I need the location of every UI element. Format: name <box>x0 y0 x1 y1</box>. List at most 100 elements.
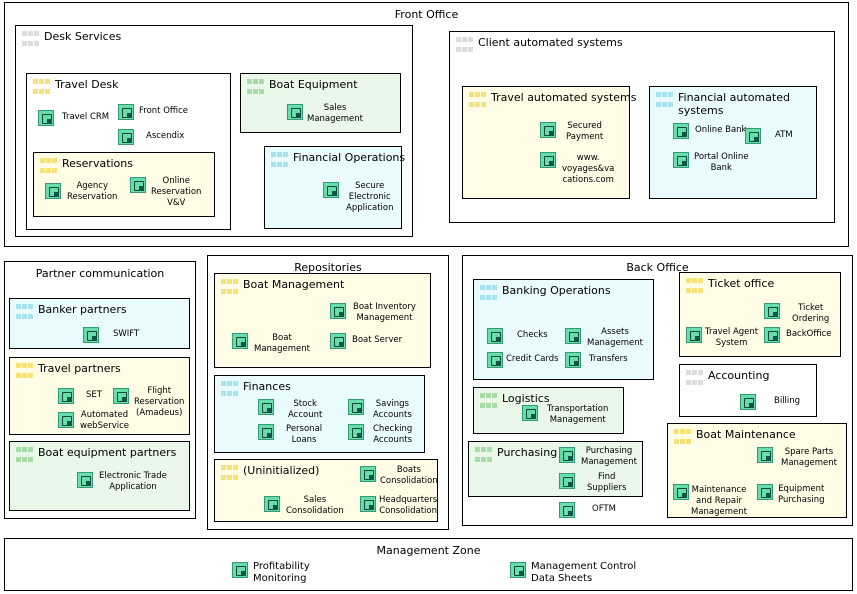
app-label: Boat Server <box>352 335 403 345</box>
group-grid-icon <box>656 92 674 110</box>
boat-management-group[interactable]: Boat Management <box>214 273 431 368</box>
app-label: Travel Agent System <box>705 327 759 348</box>
app-label: Personal Loans <box>286 424 323 445</box>
app-label: Checking Accounts <box>373 424 413 445</box>
component-icon <box>487 328 503 344</box>
component-icon <box>740 394 756 410</box>
app-label: Management Control Data Sheets <box>531 561 637 584</box>
component-icon <box>348 399 364 415</box>
banker-partners-group[interactable]: Banker partners <box>9 298 190 349</box>
group-grid-icon <box>16 363 34 381</box>
boat-equipment-group[interactable]: Boat Equipment <box>240 73 401 133</box>
travel-automated-group[interactable]: Travel automated systems <box>462 86 636 199</box>
front-office-title: Front Office <box>394 8 459 21</box>
banking-operations-group[interactable]: Banking Operations <box>473 279 654 380</box>
app-label: Stock Account <box>288 399 323 420</box>
component-icon <box>510 562 526 578</box>
component-icon <box>118 104 134 120</box>
group-grid-icon <box>247 79 265 97</box>
app-label: Transportation Management <box>547 404 609 425</box>
app-label: OFTM <box>592 504 616 514</box>
group-grid-icon <box>33 79 51 97</box>
app-label: Savings Accounts <box>373 399 412 420</box>
app-label: Boat Inventory Management <box>353 302 416 323</box>
reservations-title: Reservations <box>62 157 133 170</box>
app-label: Maintenance and Repair Management <box>691 485 747 517</box>
group-grid-icon <box>16 447 34 465</box>
app-label: www. voyages&va cations.com <box>562 153 615 185</box>
component-icon <box>287 104 303 120</box>
uninitialized-group[interactable]: (Uninitialized) <box>214 459 438 522</box>
boat-equipment-partners-group[interactable]: Boat equipment partners <box>9 441 190 511</box>
component-icon <box>745 128 761 144</box>
app-label: Headquarters Consolidation <box>379 495 438 516</box>
group-grid-icon <box>456 37 474 55</box>
component-icon <box>264 496 280 512</box>
finances-group[interactable]: Finances <box>214 375 425 453</box>
reservations-group[interactable]: Reservations <box>33 152 215 217</box>
group-grid-icon <box>686 278 704 296</box>
finances-title: Finances <box>243 380 291 393</box>
component-icon <box>686 327 702 343</box>
logistics-group[interactable]: Logistics <box>473 387 624 434</box>
uninitialized-title: (Uninitialized) <box>243 464 320 477</box>
group-grid-icon <box>221 381 239 399</box>
management-zone[interactable]: Management Zone <box>4 538 853 591</box>
group-grid-icon <box>40 158 58 176</box>
component-icon <box>757 484 773 500</box>
travel-partners-group[interactable]: Travel partners <box>9 357 190 435</box>
component-icon <box>559 502 575 518</box>
accounting-title: Accounting <box>708 369 770 382</box>
component-icon <box>130 177 146 193</box>
component-icon <box>764 327 780 343</box>
group-grid-icon <box>686 370 704 388</box>
group-grid-icon <box>22 31 40 49</box>
partner-communication-title: Partner communication <box>35 267 165 280</box>
purchasing-title: Purchasing <box>497 446 558 459</box>
component-icon <box>764 303 780 319</box>
financial-automated-group[interactable]: Financial automated systems <box>649 86 817 199</box>
group-grid-icon <box>221 465 239 483</box>
group-grid-icon <box>480 285 498 303</box>
app-label: Portal Online Bank <box>694 152 749 173</box>
app-label: Secured Payment <box>566 121 604 142</box>
group-grid-icon <box>475 447 493 465</box>
travel-desk-title: Travel Desk <box>55 78 119 91</box>
component-icon <box>330 333 346 349</box>
app-label: Secure Electronic Application <box>346 181 394 213</box>
app-label: Ticket Ordering <box>792 303 830 324</box>
component-icon <box>323 182 339 198</box>
component-icon <box>118 129 134 145</box>
purchasing-group[interactable]: Purchasing <box>468 441 643 497</box>
group-grid-icon <box>16 304 34 322</box>
boat-management-title: Boat Management <box>243 278 345 291</box>
app-label: ATM <box>775 130 793 140</box>
component-icon <box>559 447 575 463</box>
ticket-office-group[interactable]: Ticket office <box>679 272 841 357</box>
component-icon <box>673 123 689 139</box>
boat-equipment-title: Boat Equipment <box>269 78 358 91</box>
financial-automated-title: Financial automated systems <box>678 91 790 117</box>
component-icon <box>58 412 74 428</box>
component-icon <box>565 328 581 344</box>
group-grid-icon <box>221 279 239 297</box>
banker-partners-title: Banker partners <box>38 303 127 316</box>
app-label: Purchasing Management <box>581 446 637 467</box>
component-icon <box>673 152 689 168</box>
component-icon <box>360 466 376 482</box>
component-icon <box>522 405 538 421</box>
app-label: Profitability Monitoring <box>253 561 310 584</box>
boat-maintenance-group[interactable]: Boat Maintenance <box>667 423 847 518</box>
app-label: Flight Reservation (Amadeus) <box>134 386 185 418</box>
app-label: Travel CRM <box>62 112 110 122</box>
repositories-title: Repositories <box>294 261 362 274</box>
app-label: Assets Management <box>587 327 643 348</box>
app-label: BackOffice <box>786 329 832 339</box>
financial-operations-group[interactable]: Financial Operations <box>264 146 405 229</box>
ticket-office-title: Ticket office <box>708 277 775 290</box>
component-icon <box>232 333 248 349</box>
back-office-title: Back Office <box>626 261 689 274</box>
group-grid-icon <box>469 92 487 110</box>
component-icon <box>58 388 74 404</box>
logistics-title: Logistics <box>502 392 550 405</box>
